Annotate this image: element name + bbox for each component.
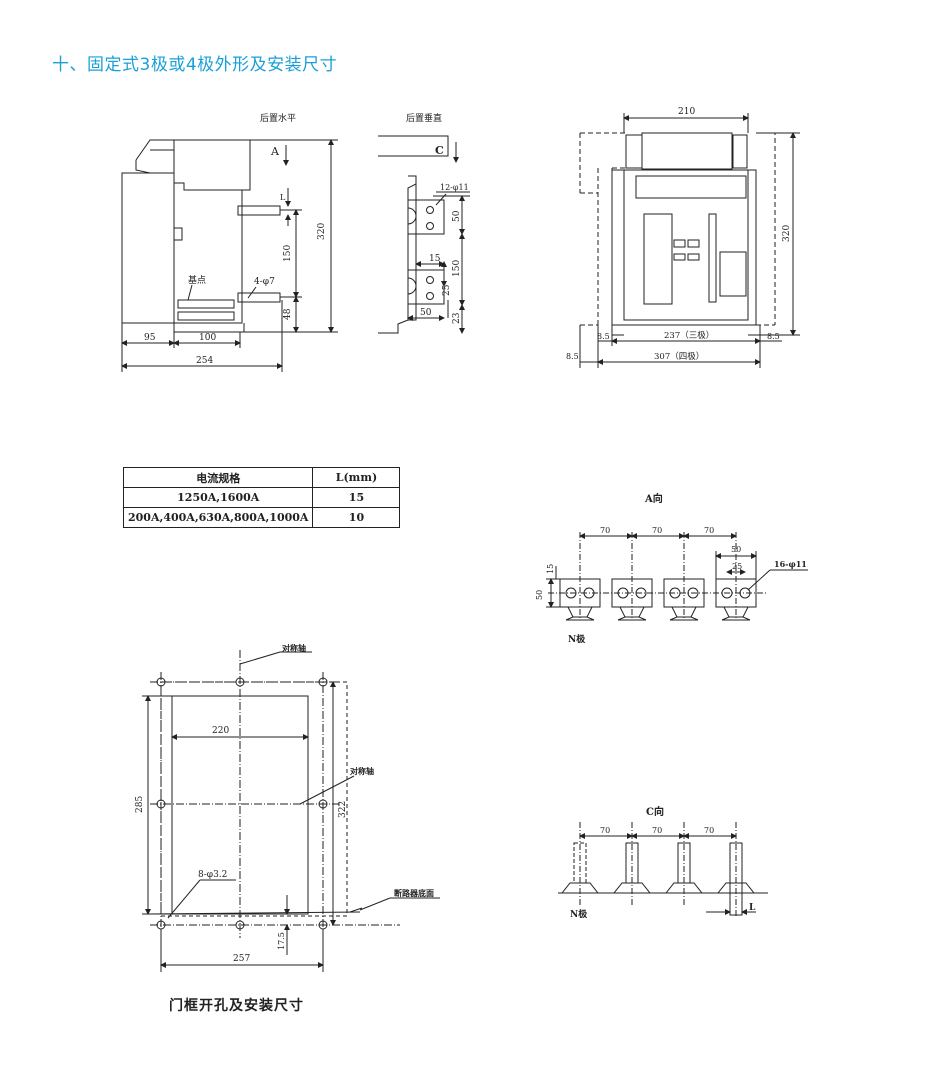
table-cell-l: 10 xyxy=(312,507,401,528)
table-header-row: 电流规格 L(mm) xyxy=(122,467,401,488)
dim-8-5-a: 8.5 xyxy=(597,332,610,341)
dim-100: 100 xyxy=(199,333,216,343)
label-rear-vertical: 后置垂直 xyxy=(406,112,442,124)
dim-23: 23 xyxy=(452,312,462,324)
table-row: 200A,400A,630A,800A,1000A 10 xyxy=(122,507,401,528)
dim-a-50-vert: 50 xyxy=(535,590,544,600)
table-row: 1250A,1600A 15 xyxy=(122,487,401,508)
dim-c-70-1: 70 xyxy=(600,826,610,835)
label-holes-16: 16-φ11 xyxy=(774,559,807,569)
dim-8-5-b: 8.5 xyxy=(767,332,780,341)
dim-237: 237（三极） xyxy=(664,330,714,341)
dim-257: 257 xyxy=(233,954,250,964)
dim-a-25: 25 xyxy=(732,562,742,571)
dim-15: 15 xyxy=(429,254,441,264)
dim-307: 307（四极） xyxy=(654,351,704,362)
dim-a-70-2: 70 xyxy=(652,526,662,535)
label-rear-horizontal: 后置水平 xyxy=(260,112,296,124)
dim-95: 95 xyxy=(144,333,156,343)
table-cell-l: 15 xyxy=(312,487,401,508)
label-holes-8: 8-φ3.2 xyxy=(198,870,227,880)
dim-150-right: 150 xyxy=(452,260,462,277)
dim-48: 48 xyxy=(283,308,293,320)
dim-322: 322 xyxy=(338,801,348,818)
label-sym-axis-right: 对称轴 xyxy=(350,766,374,776)
dim-a-70-1: 70 xyxy=(600,526,610,535)
table-header-l: L(mm) xyxy=(312,467,401,488)
view-a-direction xyxy=(546,532,808,621)
label-base-point: 基点 xyxy=(188,274,206,286)
dim-a-50: 50 xyxy=(731,545,741,554)
view-rear-horizontal xyxy=(121,139,338,372)
dim-c-l: L xyxy=(749,903,756,913)
label-breaker-bottom: 断路器底面 xyxy=(394,888,434,898)
dim-285: 285 xyxy=(135,796,145,813)
dim-320-left: 320 xyxy=(317,223,327,240)
view-c-direction xyxy=(558,822,768,918)
dim-c-70-3: 70 xyxy=(704,826,714,835)
dim-254: 254 xyxy=(196,356,213,366)
table-cell-current: 1250A,1600A xyxy=(122,487,314,508)
view-front xyxy=(579,113,800,368)
dim-17-5: 17.5 xyxy=(277,932,286,950)
dim-220: 220 xyxy=(212,726,229,736)
view-door-cutout xyxy=(142,650,440,972)
dim-50-upper: 50 xyxy=(452,210,462,222)
door-caption: 门框开孔及安装尺寸 xyxy=(169,998,304,1014)
table-cell-current: 200A,400A,630A,800A,1000A xyxy=(122,507,314,528)
dim-8-5-c: 8.5 xyxy=(566,352,579,361)
dim-c-70-2: 70 xyxy=(652,826,662,835)
dim-l-side: L xyxy=(280,193,286,202)
dim-50-lower: 50 xyxy=(420,308,432,318)
label-arrow-a: A xyxy=(270,145,280,158)
label-view-a: A向 xyxy=(644,492,663,505)
label-n-pole-c: N极 xyxy=(570,908,588,920)
section-heading: 十、固定式3极或4极外形及安装尺寸 xyxy=(52,55,338,75)
dim-25-vert: 25 xyxy=(442,284,452,296)
current-spec-table: 电流规格 L(mm) 1250A,1600A 15 200A,400A,630A… xyxy=(122,467,401,528)
label-holes-4: 4-φ7 xyxy=(254,277,275,287)
dim-a-15: 15 xyxy=(546,564,555,574)
dim-210: 210 xyxy=(678,107,695,117)
dim-150-left: 150 xyxy=(283,245,293,262)
label-sym-axis-top: 对称轴 xyxy=(282,643,306,653)
table-header-current: 电流规格 xyxy=(122,467,314,488)
dim-a-70-3: 70 xyxy=(704,526,714,535)
label-n-pole-a: N极 xyxy=(568,633,586,645)
view-rear-vertical xyxy=(378,135,470,334)
label-arrow-c: C xyxy=(435,144,444,157)
dim-320-right: 320 xyxy=(782,225,792,242)
label-holes-12: 12-φ11 xyxy=(440,183,469,192)
label-view-c: C向 xyxy=(646,805,664,818)
